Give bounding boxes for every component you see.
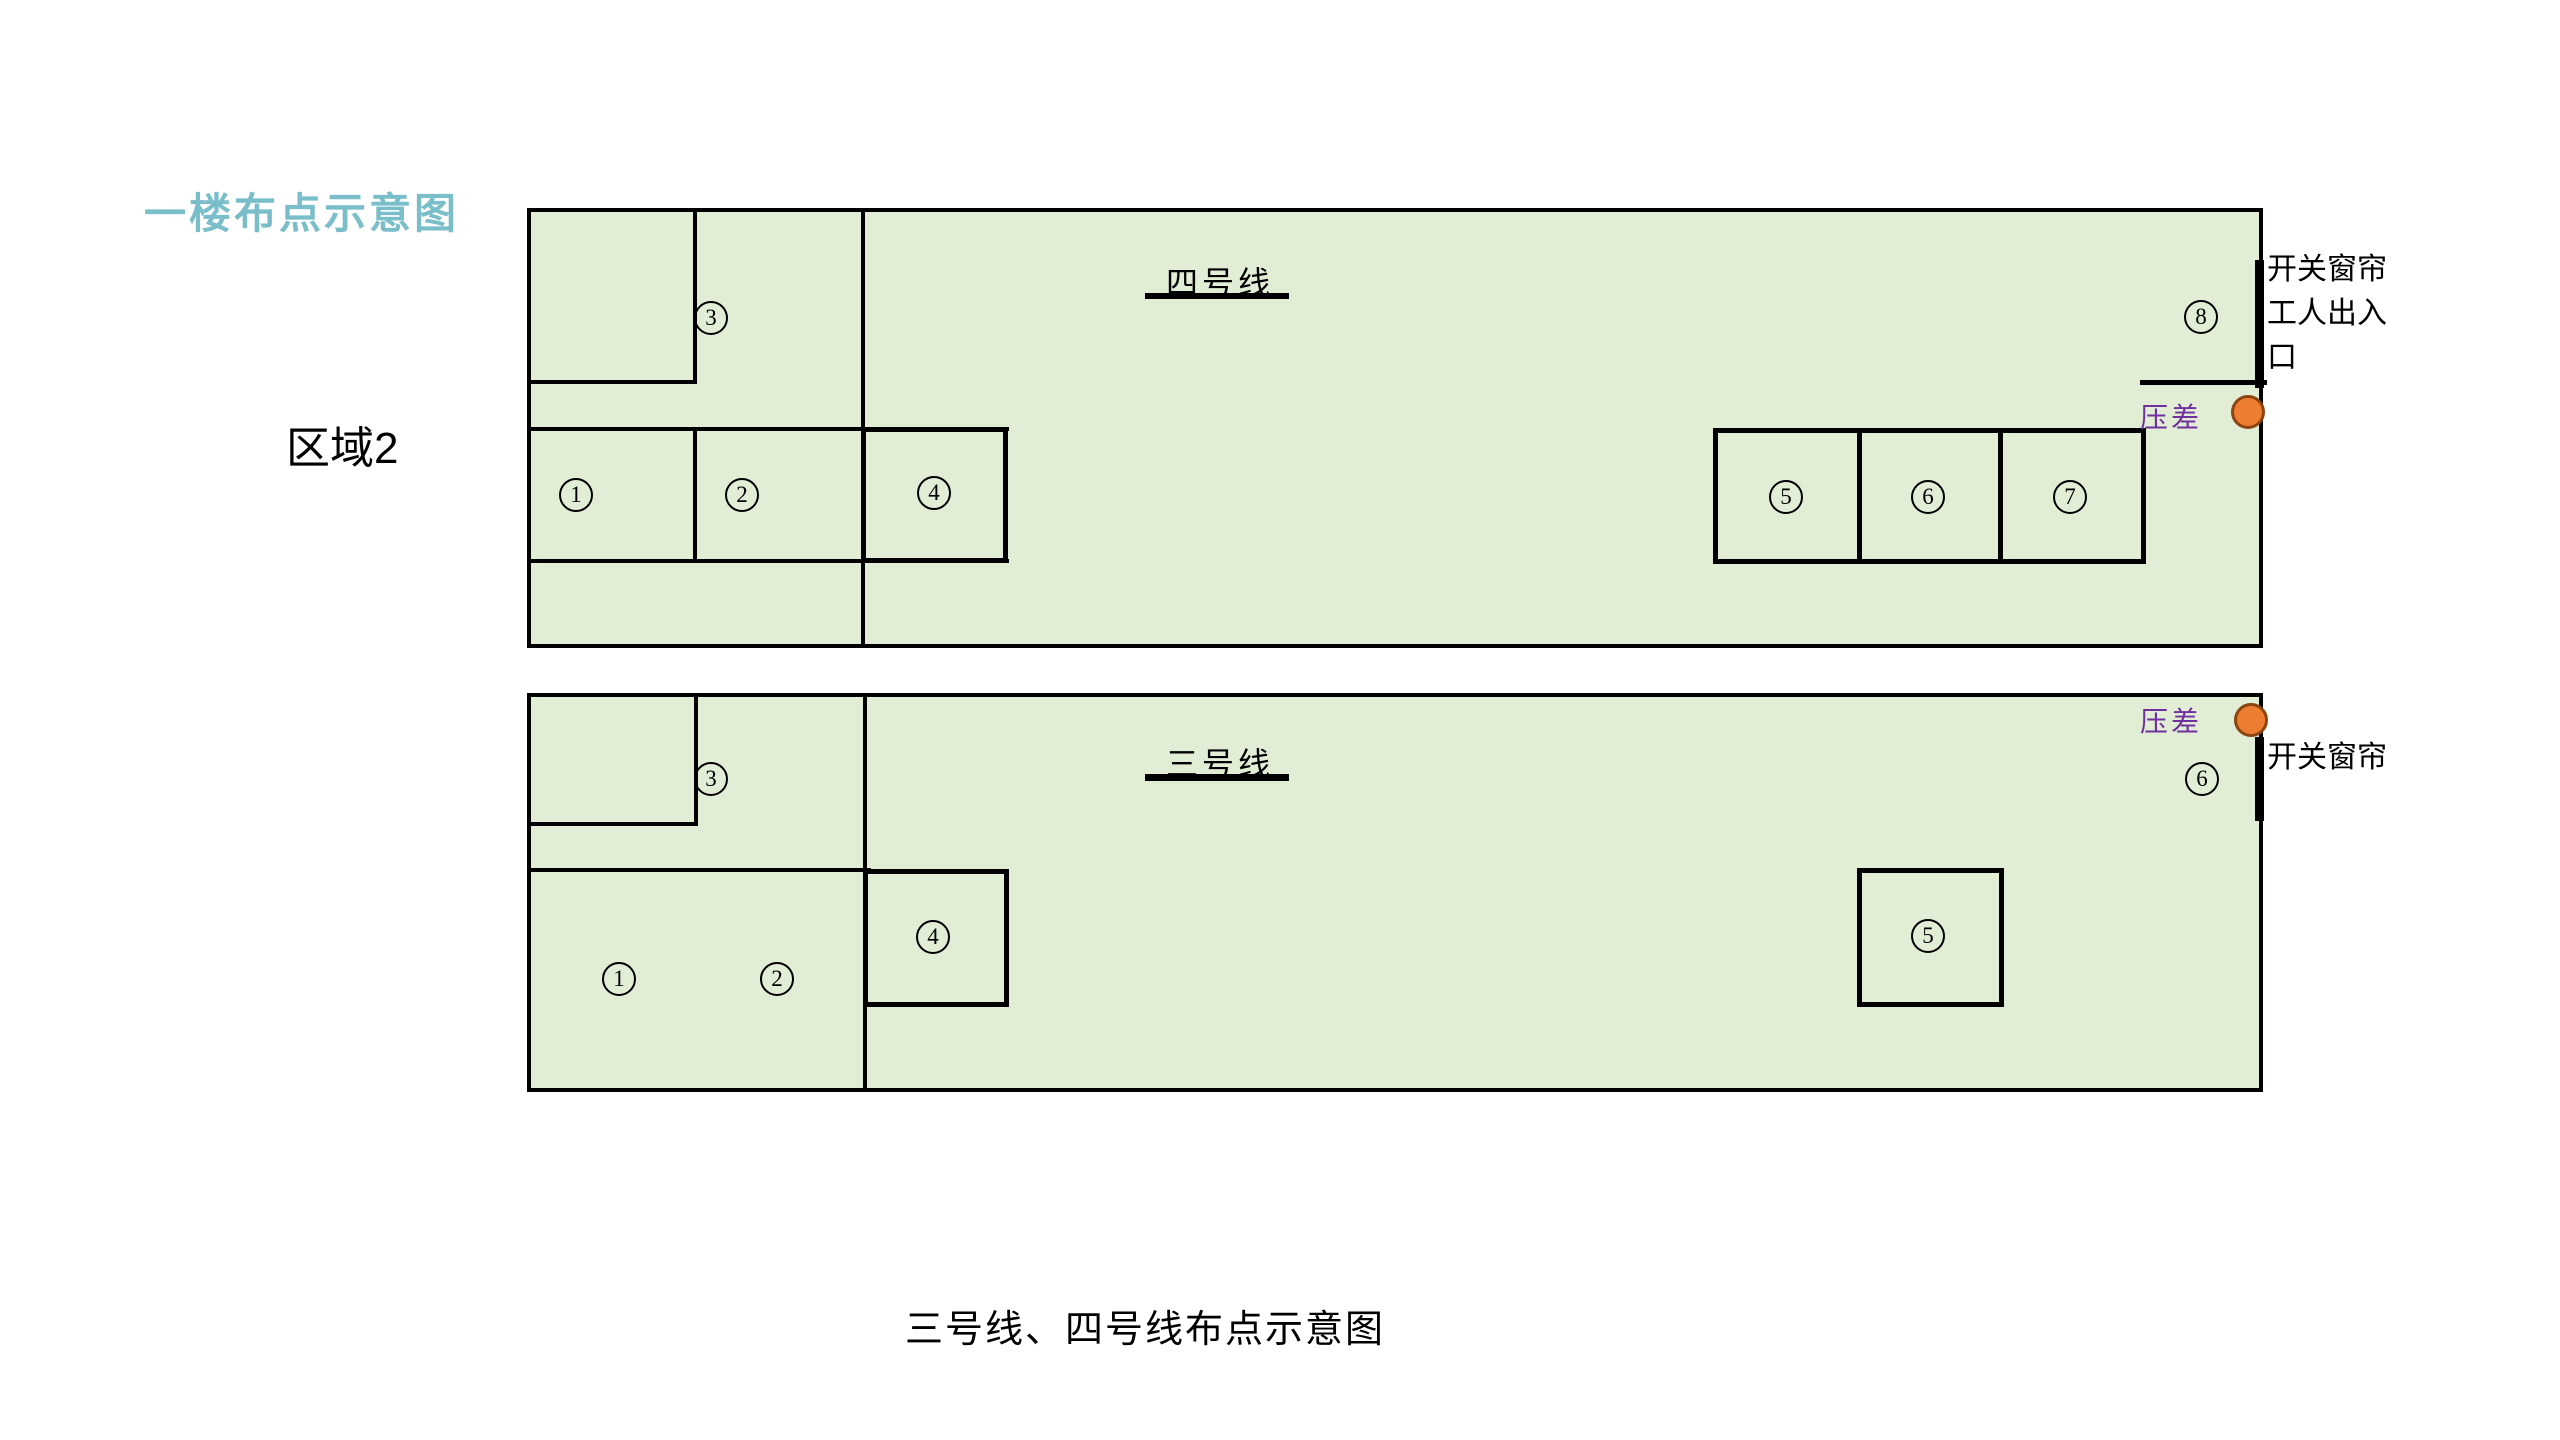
line3-box-4 [863, 869, 1009, 1007]
line4-marker-3: 3 [694, 301, 728, 335]
line3-box-5 [1857, 868, 2004, 1007]
line4-corner-room-wall [2140, 380, 2267, 385]
bottom-caption: 三号线、四号线布点示意图 [905, 1309, 1386, 1351]
line4-smallroom-bottom-wall [531, 380, 697, 384]
line3-marker-4: 4 [916, 920, 950, 954]
line4-box-567 [1713, 428, 2146, 564]
line4-marker-6: 6 [1911, 480, 1945, 514]
line4-pressure-label: 压差 [2140, 403, 2203, 434]
line4-box-4 [861, 427, 1008, 563]
line4-curtain-door-segment [2255, 260, 2264, 388]
line3-curtain-label: 开关窗帘 [2267, 741, 2387, 774]
line3-curtain-door-segment [2255, 737, 2264, 821]
line3-row-top-wall [531, 868, 871, 872]
line4-marker-2: 2 [725, 478, 759, 512]
line3-smallroom-right-wall [694, 697, 698, 822]
line3-label-underline [1145, 774, 1289, 781]
line4-label-underline [1145, 293, 1289, 299]
line4-row-divider-wall [693, 427, 697, 563]
line4-box-567-divider-2 [1998, 433, 2003, 559]
line3-room: 三号线 压差 1 2 3 4 5 6 [527, 693, 2268, 1092]
area-label: 区域2 [286, 424, 399, 473]
line4-marker-7: 7 [2053, 480, 2087, 514]
line3-marker-1: 1 [602, 962, 636, 996]
line4-row-top-wall [531, 427, 1009, 431]
line4-marker-5: 5 [1769, 480, 1803, 514]
line4-curtain-label: 开关窗帘 [2267, 253, 2387, 286]
line4-row-bottom-wall [531, 559, 1009, 563]
line4-marker-1: 1 [559, 478, 593, 512]
line4-room: 四号线 压差 1 2 3 4 5 6 7 8 [527, 208, 2267, 648]
line4-marker-4: 4 [917, 476, 951, 510]
line3-smallroom-bottom-wall [531, 822, 698, 826]
line3-marker-6: 6 [2185, 762, 2219, 796]
line4-box-567-divider-1 [1857, 433, 1862, 559]
line3-marker-5: 5 [1911, 919, 1945, 953]
line3-marker-2: 2 [760, 962, 794, 996]
line3-pressure-label: 压差 [2140, 707, 2203, 738]
line4-smallroom-right-wall [693, 212, 697, 380]
line3-marker-3: 3 [694, 762, 728, 796]
line3-pressure-sensor-dot [2234, 703, 2268, 737]
line4-worker-entrance-label: 工人出入口 [2267, 297, 2387, 374]
line4-marker-8: 8 [2184, 300, 2218, 334]
page-title: 一楼布点示意图 [144, 190, 460, 237]
line4-pressure-sensor-dot [2231, 395, 2265, 429]
